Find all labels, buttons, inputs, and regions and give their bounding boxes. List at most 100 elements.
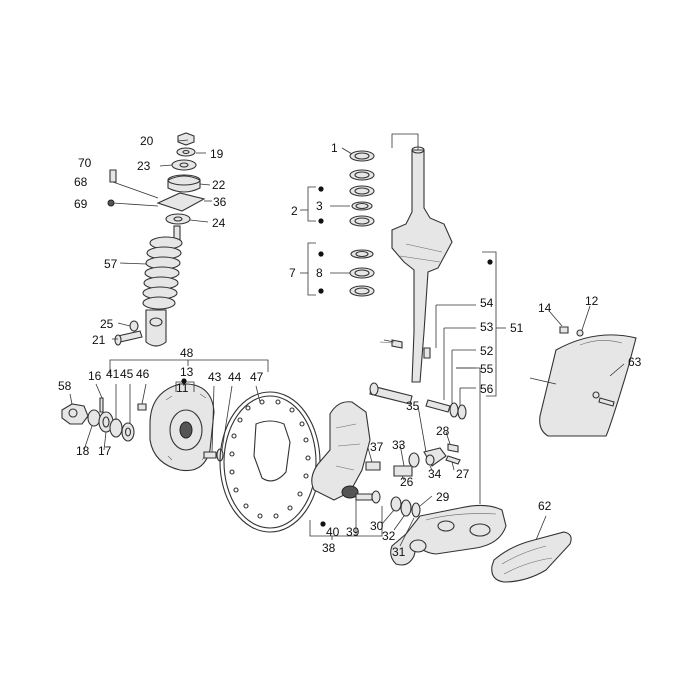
ring-41	[109, 418, 123, 438]
wheel-hub-assembly	[61, 383, 224, 472]
bolt-27	[445, 455, 461, 465]
ring-33	[408, 452, 420, 468]
ring-32	[400, 499, 412, 517]
callout-21: 21	[92, 333, 106, 347]
stud-43	[203, 451, 217, 459]
callout-20: 20	[140, 134, 154, 148]
disc-holes	[229, 399, 311, 519]
coil-spring-57	[142, 236, 183, 310]
callout-37: 37	[370, 440, 384, 454]
callout-53: 53	[480, 320, 494, 334]
callout-56: 56	[480, 382, 494, 396]
pin-55	[425, 399, 451, 413]
bush-23	[171, 159, 197, 171]
callout-54: 54	[480, 296, 494, 310]
bullet-markers	[181, 186, 493, 527]
ring-30	[390, 496, 402, 512]
callout-32: 32	[382, 529, 396, 543]
callout-8: 8	[316, 266, 323, 280]
steering-column-assembly	[349, 146, 453, 405]
callout-2: 2	[291, 204, 298, 218]
callout-17: 17	[98, 444, 112, 458]
nut-20	[177, 132, 195, 146]
callout-55: 55	[480, 362, 494, 376]
callout-62: 62	[538, 499, 552, 513]
screw-bottom	[598, 397, 615, 407]
ring-52	[457, 404, 467, 420]
callout-34: 34	[428, 467, 442, 481]
bracket-36	[156, 192, 206, 212]
bearing-rings	[349, 150, 375, 297]
swing-arm-38	[311, 401, 371, 501]
bolt-46	[137, 403, 147, 411]
callout-45: 45	[120, 367, 134, 381]
callout-44: 44	[228, 370, 242, 384]
link-arm-assembly	[390, 504, 572, 583]
ring-34	[425, 454, 435, 466]
callout-57: 57	[104, 257, 118, 271]
mudguard-63	[539, 334, 637, 437]
callout-52: 52	[480, 344, 494, 358]
cover-62	[491, 531, 572, 583]
callout-16: 16	[88, 369, 102, 383]
callout-47: 47	[250, 370, 264, 384]
bushing-37	[365, 461, 381, 471]
callout-35: 35	[406, 399, 420, 413]
washer-24	[165, 213, 191, 225]
pin-40	[355, 493, 373, 501]
callout-7: 7	[289, 266, 296, 280]
callout-29: 29	[436, 490, 450, 504]
spacer-16	[99, 397, 104, 413]
callout-22: 22	[212, 178, 226, 192]
ring-39	[371, 490, 381, 504]
brake-disc-47	[219, 391, 321, 533]
callout-26: 26	[400, 475, 414, 489]
washer-25	[129, 320, 139, 332]
clip-12	[576, 329, 584, 337]
callout-14: 14	[538, 301, 552, 315]
leader-lines	[69, 133, 625, 547]
mudguard-assembly	[539, 326, 637, 437]
caliper-arm-assembly	[311, 401, 461, 518]
ring-45	[121, 422, 135, 442]
damper-body	[145, 309, 167, 347]
callout-24: 24	[212, 216, 226, 230]
callout-46: 46	[136, 367, 150, 381]
mount-22	[167, 175, 201, 193]
screw-14	[559, 326, 569, 334]
callout-48: 48	[180, 346, 194, 360]
callout-19: 19	[210, 147, 224, 161]
callout-58: 58	[58, 379, 72, 393]
callout-25: 25	[100, 317, 114, 331]
bolt-28	[447, 443, 459, 453]
callout-13: 13	[180, 365, 194, 379]
callout-51: 51	[510, 321, 524, 335]
callout-12: 12	[585, 294, 599, 308]
callout-70: 70	[78, 156, 92, 170]
callout-1: 1	[331, 141, 338, 155]
bolt-21	[117, 330, 143, 343]
spindle-bushings	[425, 399, 467, 420]
shock-absorber-assembly	[107, 132, 206, 347]
ring-31	[411, 502, 421, 518]
nut-58	[61, 403, 89, 425]
callout-33: 33	[392, 438, 406, 452]
callout-31: 31	[392, 545, 406, 559]
ring-56	[449, 402, 459, 418]
callout-36: 36	[213, 195, 227, 209]
callout-69: 69	[74, 197, 88, 211]
callout-11: 11	[176, 381, 189, 395]
bolt-70	[109, 169, 117, 183]
callout-23: 23	[137, 159, 151, 173]
callout-68: 68	[74, 175, 88, 189]
callout-63: 63	[628, 355, 642, 369]
washer-19	[176, 147, 196, 157]
callout-28: 28	[436, 424, 450, 438]
callout-30: 30	[370, 519, 384, 533]
callout-39: 39	[346, 525, 360, 539]
pin-26	[393, 465, 413, 477]
steering-column	[391, 149, 453, 383]
